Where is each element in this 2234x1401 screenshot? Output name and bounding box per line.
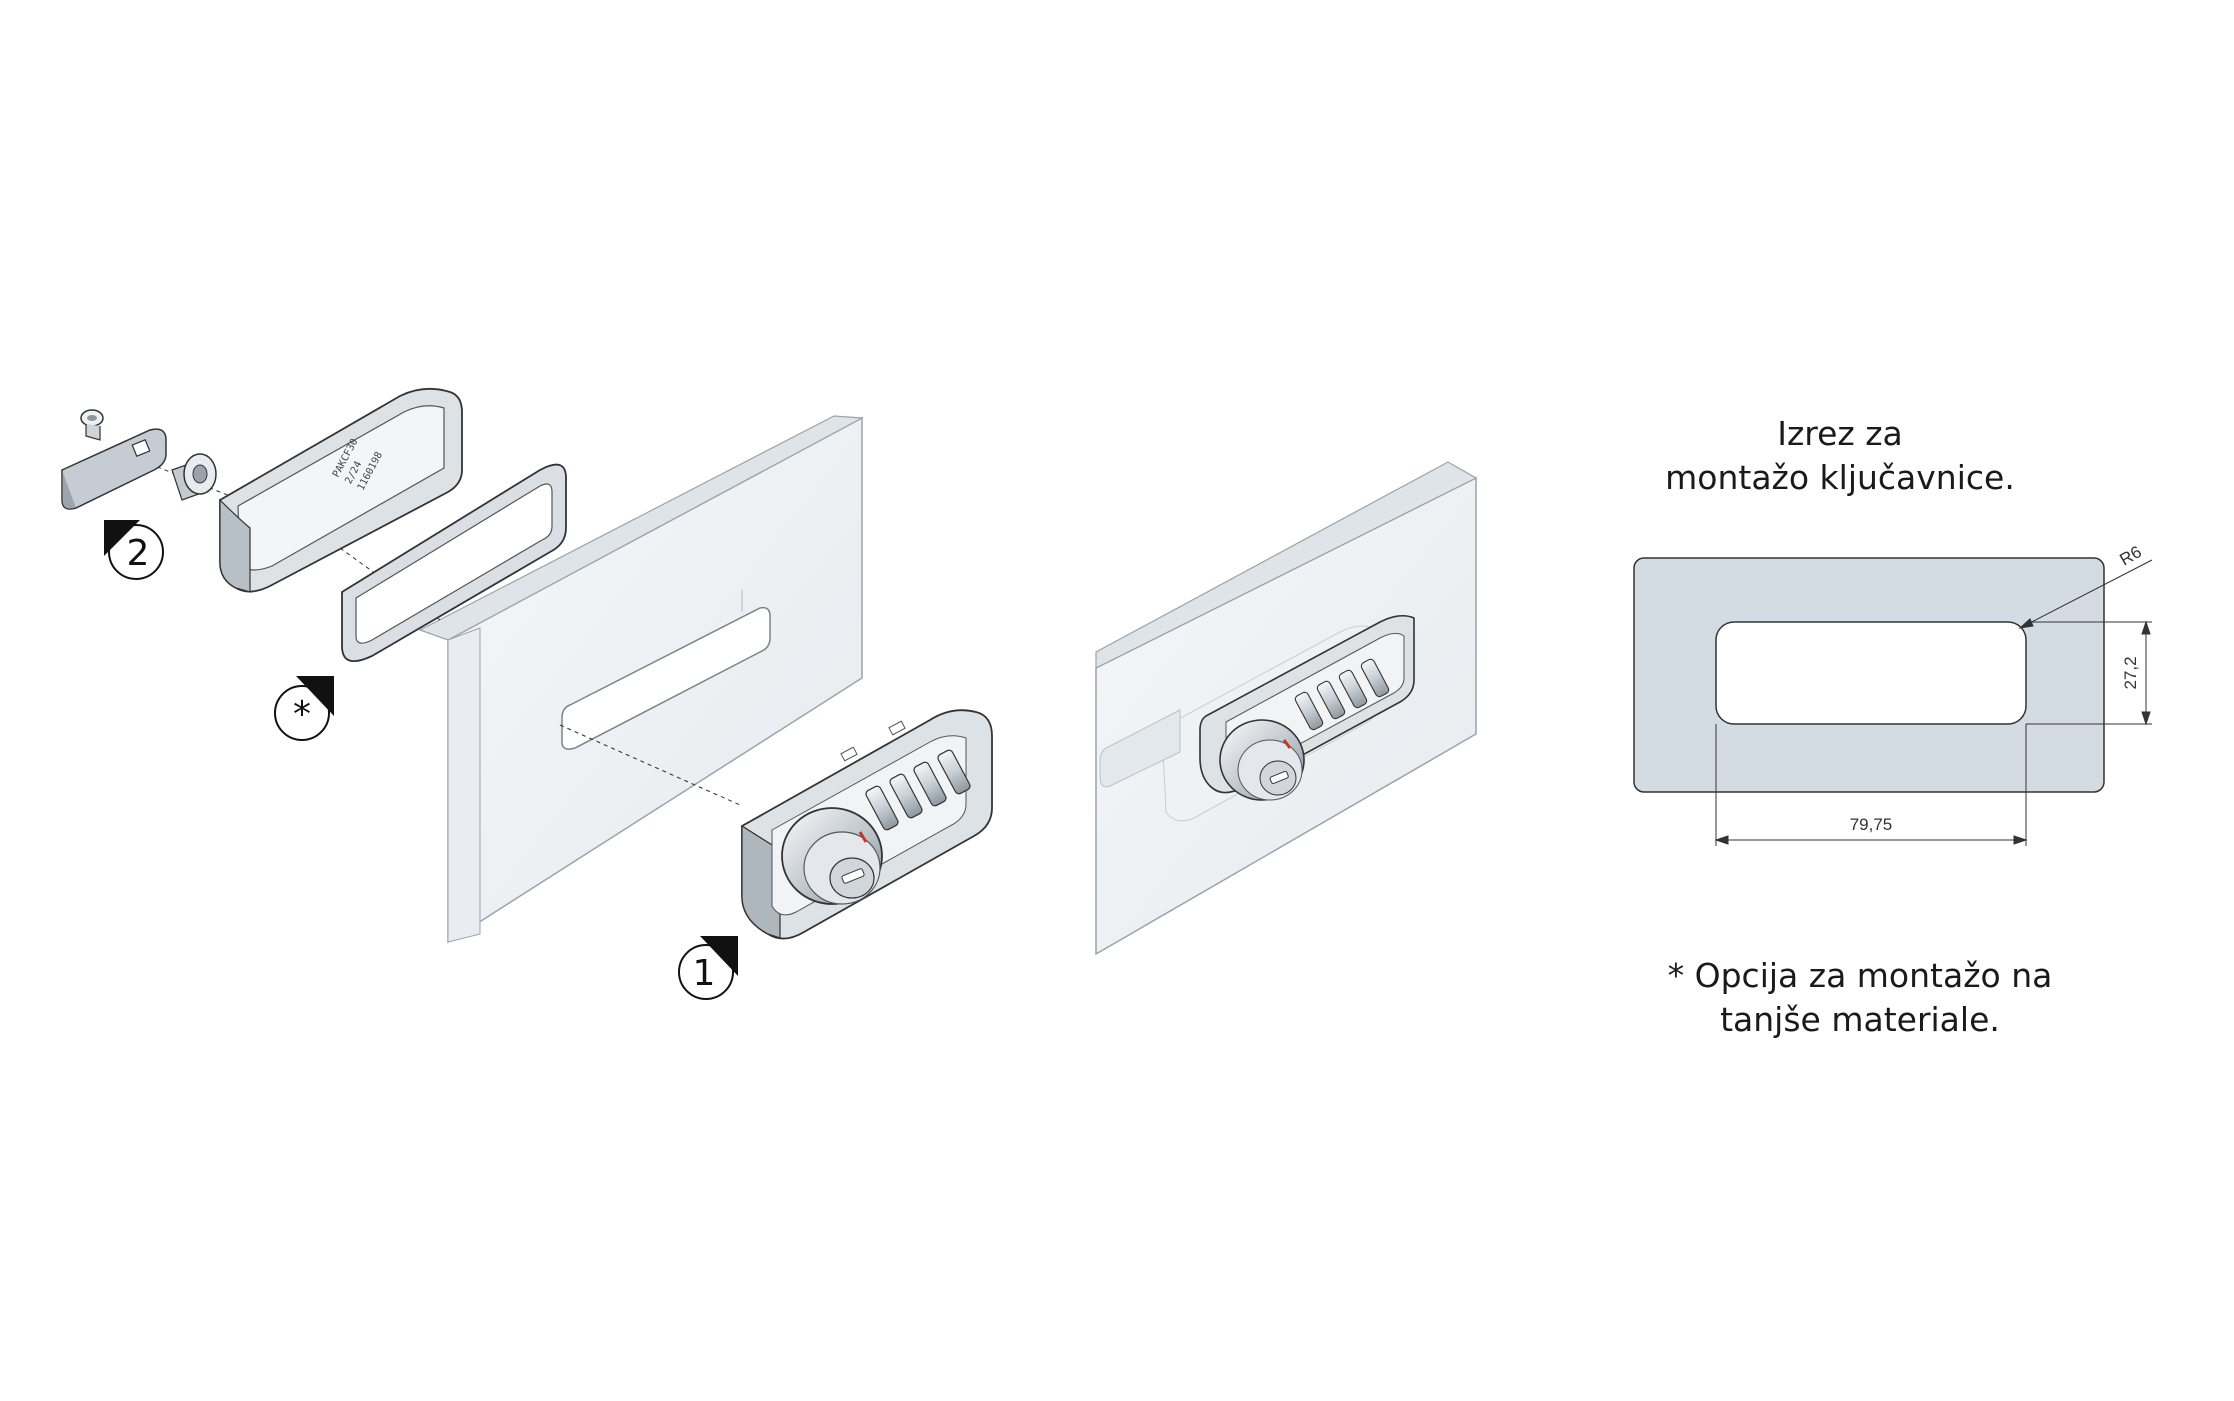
height-dimension-label: 27,2 [2121, 656, 2140, 689]
keypad-wheels [865, 749, 971, 831]
cam-plate [61, 428, 167, 510]
assembled-keypad [1294, 658, 1390, 731]
footnote: * Opcija za montažo na tanjše materiale. [1620, 954, 2100, 1042]
cutout-drawing: 79,75 27,2 R6 [1633, 542, 2153, 846]
footnote-line2: tanjše materiale. [1720, 1000, 2000, 1039]
width-dimension [1714, 724, 2028, 846]
cutout-slot [1715, 621, 2027, 725]
assembled-view [1095, 461, 1478, 956]
rear-housing: PAKCF30 2/24 1160198 [219, 387, 463, 593]
svg-text:*: * [293, 694, 311, 735]
radius-leader [2018, 559, 2153, 629]
spacer-ring [171, 453, 217, 501]
marker-1: 1 [678, 936, 738, 1000]
cutout-title-line1: Izrez za [1777, 414, 1903, 453]
cutout-title-line2: montažo ključavnice. [1665, 458, 2015, 497]
svg-text:1: 1 [693, 953, 716, 994]
exploded-view: PAKCF30 2/24 1160198 [61, 387, 993, 1000]
width-dimension-label: 79,75 [1850, 815, 1893, 834]
cutout-title: Izrez za montažo ključavnice. [1620, 412, 2060, 500]
optional-frame [341, 463, 567, 663]
screw [80, 409, 104, 441]
mounting-panel [418, 415, 865, 944]
lock-body [741, 709, 993, 940]
marker-asterisk: * [274, 676, 334, 741]
footnote-line1: * Opcija za montažo na [1667, 956, 2053, 995]
height-dimension [2026, 620, 2152, 726]
marker-2: 2 [104, 520, 164, 580]
key-knob [781, 807, 883, 905]
svg-text:2: 2 [127, 533, 150, 574]
assembled-lock [1199, 614, 1415, 801]
